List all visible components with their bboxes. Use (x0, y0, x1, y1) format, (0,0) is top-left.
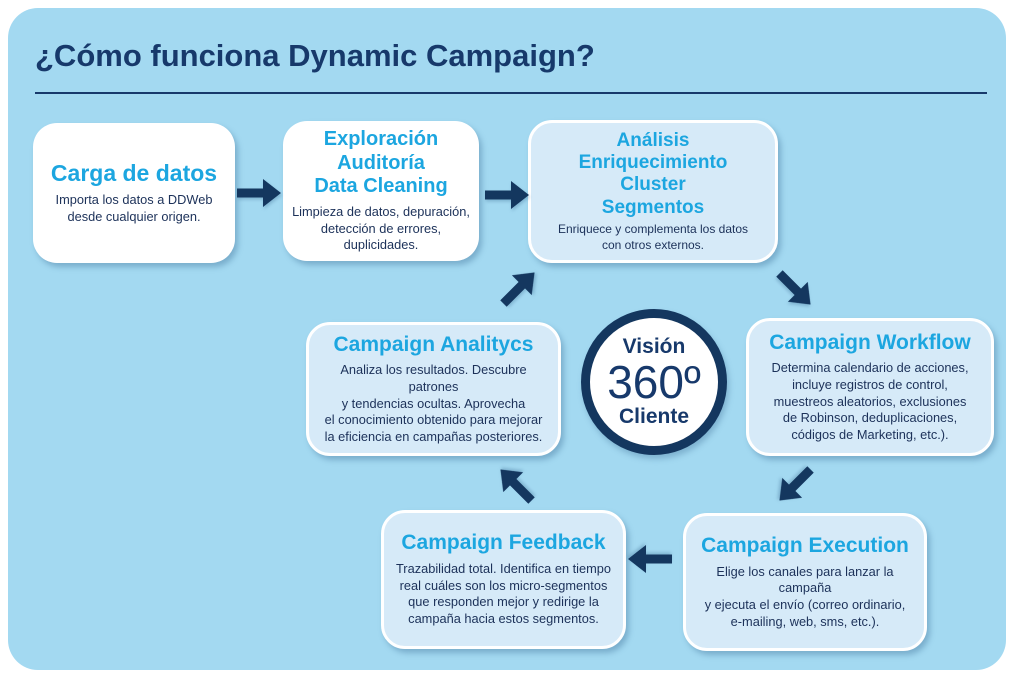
node-body: Analiza los resultados. Descubre patrone… (324, 362, 543, 444)
node-title: Exploración Auditoría Data Cleaning (314, 128, 448, 198)
arrow-workflow-to-execution-icon (770, 460, 821, 511)
node-body: Trazabilidad total. Identifica en tiempo… (395, 561, 612, 626)
node-carga-de-datos: Carga de datos Importa los datos a DDWeb… (33, 123, 235, 263)
node-title: Análisis Enriquecimiento Cluster Segment… (578, 129, 728, 218)
node-campaign-workflow: Campaign Workflow Determina calendario d… (746, 318, 994, 456)
arrow-analisis-to-workflow-icon (770, 264, 821, 315)
node-campaign-analitycs: Campaign Analitycs Analiza los resultado… (306, 322, 561, 456)
node-campaign-execution: Campaign Execution Elige los canales par… (683, 513, 927, 651)
node-exploracion-auditoria: Exploración Auditoría Data Cleaning Limp… (283, 121, 479, 261)
arrow-execution-to-feedback-icon (628, 545, 672, 573)
arrow-feedback-to-analitycs-icon (491, 460, 542, 511)
node-body: Determina calendario de acciones, incluy… (771, 360, 969, 442)
vision-label: Visión (622, 334, 686, 358)
node-title: Campaign Feedback (401, 531, 606, 555)
node-body: Importa los datos a DDWeb desde cualquie… (55, 192, 213, 225)
vision-360-circle: Visión 360º Cliente (581, 309, 727, 455)
title-underline (35, 92, 987, 94)
arrow-carga-to-exploracion-icon (237, 179, 281, 207)
node-title: Campaign Workflow (769, 330, 971, 354)
node-body: Elige los canales para lanzar la campaña… (704, 563, 906, 629)
node-title: Campaign Execution (701, 533, 909, 557)
node-body: Limpieza de datos, depuración, detección… (292, 203, 470, 253)
diagram-canvas: ¿Cómo funciona Dynamic Campaign? Carga d… (8, 8, 1006, 670)
arrow-analitycs-to-analisis-icon (494, 263, 545, 314)
page-title: ¿Cómo funciona Dynamic Campaign? (35, 38, 595, 73)
node-title: Carga de datos (50, 160, 218, 187)
vision-cliente-label: Cliente (618, 405, 689, 429)
node-body: Enriquece y complementa los datos con ot… (557, 222, 749, 252)
node-campaign-feedback: Campaign Feedback Trazabilidad total. Id… (381, 510, 626, 649)
arrow-exploracion-to-analisis-icon (485, 181, 529, 209)
vision-360-value: 360º (607, 355, 701, 408)
node-title: Campaign Analitycs (333, 332, 534, 356)
node-analisis-enriquecimiento: Análisis Enriquecimiento Cluster Segment… (528, 120, 778, 263)
